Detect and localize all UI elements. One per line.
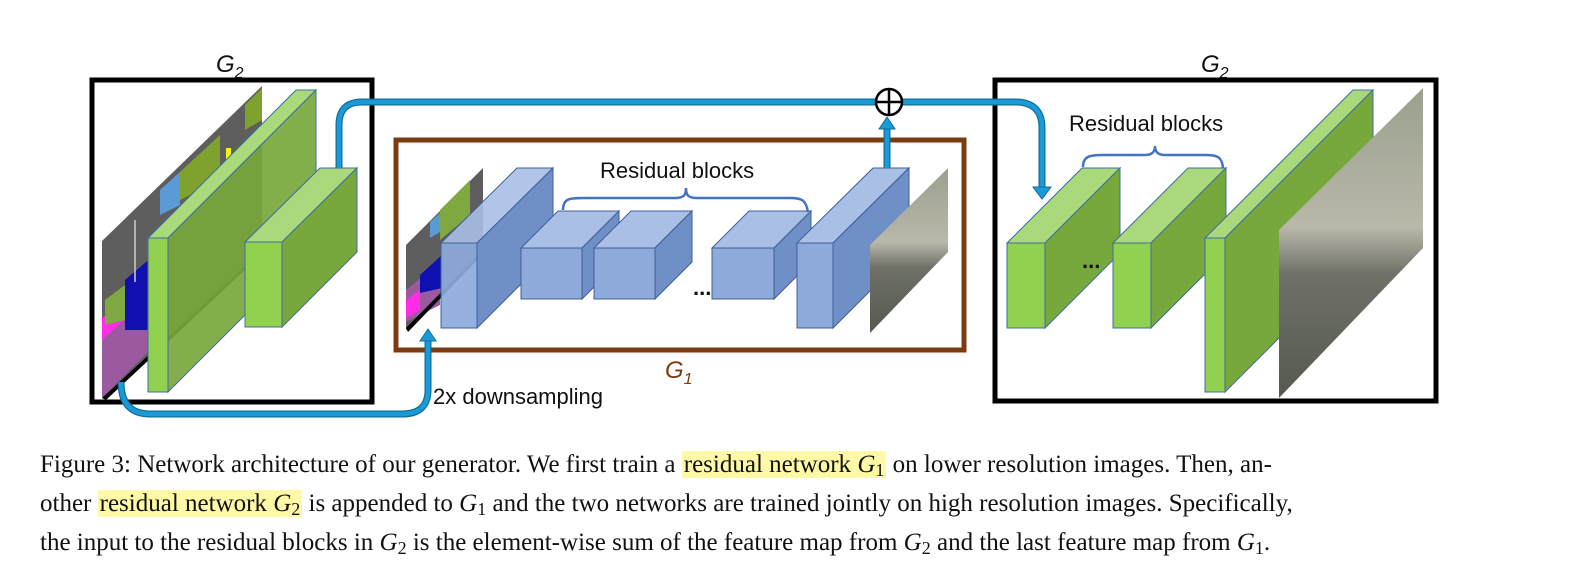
caption-math: G2: [273, 490, 301, 519]
caption-text: and the two networks are trained jointly…: [486, 490, 1293, 517]
g2-residual-block: [1005, 166, 1122, 330]
caption-line-1: Figure 3: Network architecture of our ge…: [40, 448, 1540, 487]
g2-residual-brace: [1081, 145, 1225, 169]
g1-residual-brace: [561, 187, 810, 213]
caption-text: is the element-wise sum of the feature m…: [406, 529, 904, 556]
caption-math-subscript: 1: [1254, 538, 1264, 558]
left-g2-label: G2: [216, 51, 244, 82]
left-g2-frame: [89, 77, 375, 405]
g2-downsample-block: [243, 166, 359, 329]
downsampling-label: 2x downsampling: [433, 384, 603, 409]
g2-residual-ellipsis: ...: [1082, 248, 1100, 273]
caption-math-symbol: G: [379, 529, 398, 556]
g1-lowres-output-image: [870, 168, 948, 333]
element-wise-sum-icon: [874, 87, 904, 117]
caption-math-symbol: G: [857, 451, 876, 478]
caption-highlight-g1: residual network G1: [681, 451, 887, 480]
caption-text: the input to the residual blocks in: [40, 529, 380, 556]
caption-math-subscript: 2: [397, 538, 407, 558]
caption-math-subscript: 1: [477, 499, 487, 519]
caption-text: on lower resolution images. Then, an-: [886, 451, 1272, 478]
g2-hires-output-image: [1279, 88, 1423, 398]
caption-math: G1: [1236, 529, 1264, 558]
caption-text: .: [1263, 529, 1271, 556]
caption-text: is appended to: [302, 490, 460, 517]
caption-math-subscript: 2: [921, 538, 931, 558]
caption-math: G1: [459, 490, 487, 519]
caption-math-symbol: G: [273, 490, 292, 517]
caption-math-symbol: G: [459, 490, 478, 517]
caption-text: and the last feature map from: [930, 529, 1237, 556]
caption-text: residual network: [99, 490, 274, 517]
g1-residual-blocks-label: Residual blocks: [600, 158, 754, 183]
caption-math-symbol: G: [903, 529, 922, 556]
left-g2-module: G2: [89, 51, 375, 405]
right-g2-frame: [992, 77, 1439, 404]
generator-architecture-diagram: G2: [89, 51, 1439, 418]
right-g2-label: G2: [1201, 51, 1229, 82]
caption-math-subscript: 1: [875, 460, 885, 480]
caption-highlight-g2: residual network G2: [97, 490, 303, 519]
caption-math-symbol: G: [1236, 529, 1255, 556]
g1-residual-block: [592, 209, 694, 301]
g2-frontend-conv-block: [146, 88, 318, 394]
g1-frame: [393, 137, 967, 353]
caption-math-subscript: 2: [291, 499, 301, 519]
caption-math: G2: [903, 529, 931, 558]
right-g2-module: G2 Residual blocks ...: [992, 51, 1439, 404]
g2-residual-block: [1111, 166, 1228, 330]
caption-text: Figure 3: Network architecture of our ge…: [40, 451, 682, 478]
connections: 2x downsampling: [117, 87, 1052, 418]
sum-to-g2-residual-arrow: [903, 98, 1046, 188]
caption-text: residual network: [683, 451, 858, 478]
g2-residual-blocks-label: Residual blocks: [1069, 111, 1223, 136]
g1-frontend-conv-block: [439, 166, 555, 330]
caption-line-3: the input to the residual blocks in G2 i…: [40, 526, 1540, 565]
g1-module: G1 ...: [393, 137, 967, 388]
figure-caption: Figure 3: Network architecture of our ge…: [40, 448, 1540, 565]
g1-residual-block: [710, 209, 813, 301]
g1-residual-ellipsis: ...: [693, 275, 711, 300]
caption-line-2: other residual network G2 is appended to…: [40, 487, 1540, 526]
g1-label: G1: [665, 357, 693, 388]
caption-math: G1: [857, 451, 885, 480]
caption-math: G2: [379, 529, 407, 558]
caption-text: other: [40, 490, 98, 517]
